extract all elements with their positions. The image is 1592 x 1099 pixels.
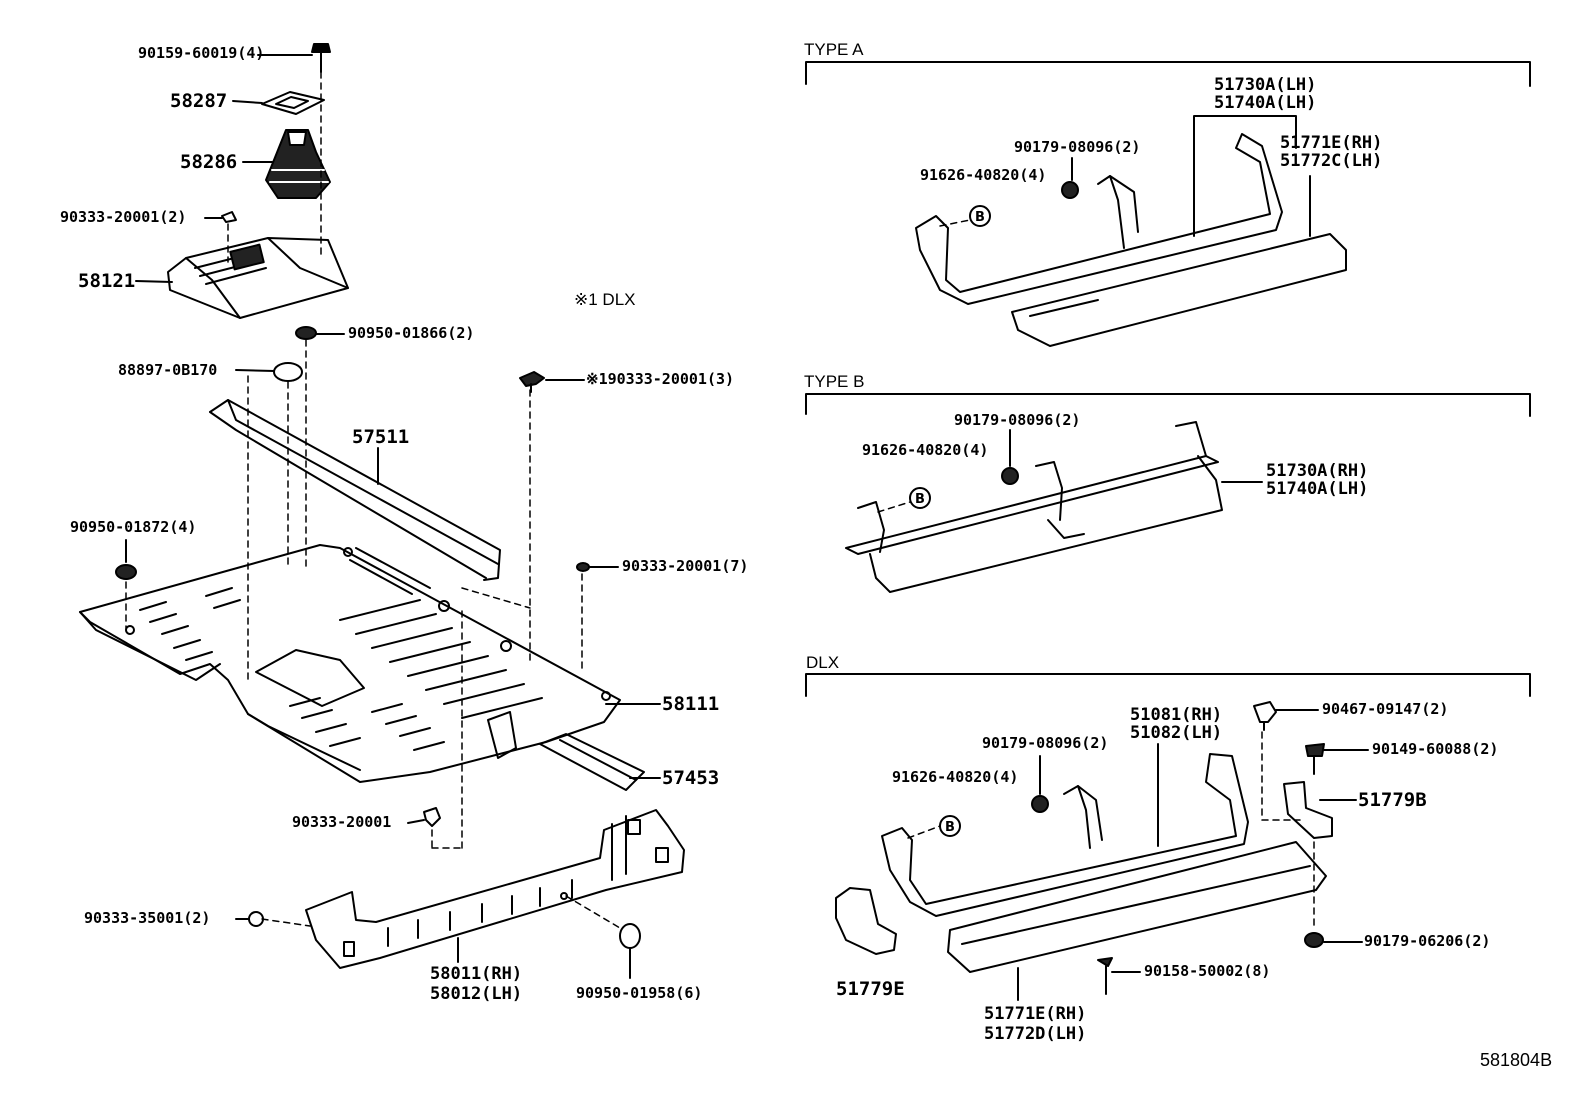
label-clip-90333-a: 90333-20001(2) [60, 208, 187, 226]
step-dlx-icon [881, 753, 1249, 917]
label-type-a-51772c: 51772C(LH) [1280, 151, 1383, 171]
mold-dlx-icon [947, 841, 1327, 973]
nut-type-a-icon [1061, 181, 1079, 199]
step-type-a-icon [915, 133, 1283, 305]
dlx-leader-lines [1017, 709, 1369, 1001]
mold-type-a-icon [1011, 233, 1347, 347]
grommet-90950-01866-icon [295, 326, 317, 340]
boot-58286-icon [265, 129, 331, 199]
label-clip-90333-35001: 90333-35001(2) [84, 909, 211, 927]
note-dlx: ※1 DLX [574, 290, 636, 309]
label-type-a-nut: 90179-08096(2) [1014, 138, 1141, 156]
label-dlx-step: 51081(RH) 51082(LH) [1130, 706, 1222, 742]
grommet-90950-01958-icon [619, 923, 641, 949]
label-dlx-screw-90149: 90149-60088(2) [1372, 740, 1499, 758]
rail-57511-icon [209, 399, 501, 581]
bracket-51779e-icon [835, 887, 897, 955]
bracket-51779b-icon [1283, 781, 1333, 839]
label-58286: 58286 [180, 151, 238, 173]
label-dlx-nut: 90179-08096(2) [982, 734, 1109, 752]
section-bracket-dlx [805, 673, 1531, 697]
label-type-b-nut: 90179-08096(2) [954, 411, 1081, 429]
label-58012: 58012(LH) [430, 984, 523, 1004]
label-grommet-90950-01866: 90950-01866(2) [348, 324, 475, 342]
label-dlx-nut-90179-06206: 90179-06206(2) [1364, 932, 1491, 950]
callout-b-type-a: B [969, 205, 991, 227]
figure-id: 581804B [1480, 1050, 1553, 1070]
label-dlx-51779b: 51779B [1358, 789, 1427, 811]
label-type-a-51771e: 51771E(RH) [1280, 133, 1383, 153]
nut-dlx-icon [1031, 795, 1049, 813]
label-58287: 58287 [170, 90, 228, 112]
label-grommet-90950-01872: 90950-01872(4) [70, 518, 197, 536]
floor-pan-58111-icon [79, 544, 621, 783]
plug-88897-icon [273, 362, 303, 382]
label-dlx-bolt: 91626-40820(4) [892, 768, 1019, 786]
screw-90158-icon [1097, 957, 1113, 995]
clip-90333-c-icon [423, 807, 441, 827]
label-57453: 57453 [662, 767, 720, 789]
svg-text:B: B [915, 492, 925, 507]
plate-58287-icon [261, 91, 325, 115]
label-type-b-bolt: 91626-40820(4) [862, 441, 989, 459]
label-type-b-step: 51730A(RH) 51740A(LH) [1266, 462, 1368, 498]
member-57453-icon [539, 733, 645, 791]
label-type-a-bolt: 91626-40820(4) [920, 166, 1047, 184]
section-dlx-title: DLX [806, 653, 840, 672]
step-type-b-icon [845, 421, 1223, 593]
callout-b-type-b: B [909, 487, 931, 509]
clip-90467-icon [1253, 701, 1277, 731]
svg-text:B: B [945, 820, 955, 835]
label-58111: 58111 [662, 693, 720, 715]
label-dlx-screw-90158: 90158-50002(8) [1144, 962, 1271, 980]
label-dlx-51771e: 51771E(RH) [984, 1004, 1087, 1024]
label-type-b-51740a: 51740A(LH) [1266, 479, 1369, 499]
nut-90179-06206-icon [1304, 932, 1324, 948]
label-type-b-51730a: 51730A(RH) [1266, 461, 1369, 481]
screw-90149-icon [1305, 743, 1325, 775]
label-type-a-mold: 51771E(RH) 51772C(LH) [1280, 134, 1382, 170]
clip-90333-35001-icon [248, 911, 264, 927]
label-type-a-51740a: 51740A(LH) [1214, 93, 1317, 113]
section-bracket-type-b [805, 393, 1531, 417]
label-clip-90333-note: ※190333-20001(3) [586, 370, 735, 388]
label-type-a-51730a: 51730A(LH) [1214, 75, 1317, 95]
label-clip-90333-c: 90333-20001 [292, 813, 392, 831]
type-a-leader-lines [1071, 115, 1311, 237]
label-grommet-90950-01958: 90950-01958(6) [576, 984, 703, 1002]
clip-90333-7-icon [576, 562, 590, 572]
label-dlx-51772d: 51772D(LH) [984, 1024, 1087, 1044]
clip-90333-a-icon [221, 211, 237, 223]
label-57511: 57511 [352, 426, 410, 448]
label-dlx-51082: 51082(LH) [1130, 723, 1223, 743]
rocker-58011-icon [305, 809, 685, 969]
label-plug-88897: 88897-0B170 [118, 361, 218, 379]
assembly-lines-left [125, 71, 621, 929]
type-b-leader-lines [1009, 429, 1263, 483]
label-type-a-step: 51730A(LH) 51740A(LH) [1214, 76, 1316, 112]
label-dlx-mold: 51771E(RH) 51772D(LH) [984, 1004, 1086, 1044]
label-dlx-clip-90467: 90467-09147(2) [1322, 700, 1449, 718]
label-58121: 58121 [78, 270, 136, 292]
cover-58121-icon [167, 237, 349, 319]
clip-90333-note-icon [519, 371, 545, 393]
callout-b-dlx: B [939, 815, 961, 837]
section-bracket-type-a [805, 61, 1531, 87]
grommet-90950-01872-icon [115, 564, 137, 580]
label-dlx-51081: 51081(RH) [1130, 705, 1223, 725]
label-clip-90333-7: 90333-20001(7) [622, 557, 749, 575]
nut-type-b-icon [1001, 467, 1019, 485]
label-dlx-51779e: 51779E [836, 978, 905, 1000]
section-type-a-title: TYPE A [804, 40, 864, 59]
label-58011: 58011(RH) [430, 964, 523, 984]
label-bolt-90159: 90159-60019(4) [138, 44, 265, 62]
svg-text:B: B [975, 210, 985, 225]
section-type-b-title: TYPE B [804, 372, 865, 391]
bolt-90159-icon [311, 43, 331, 73]
label-58011-58012: 58011(RH) 58012(LH) [430, 964, 522, 1004]
